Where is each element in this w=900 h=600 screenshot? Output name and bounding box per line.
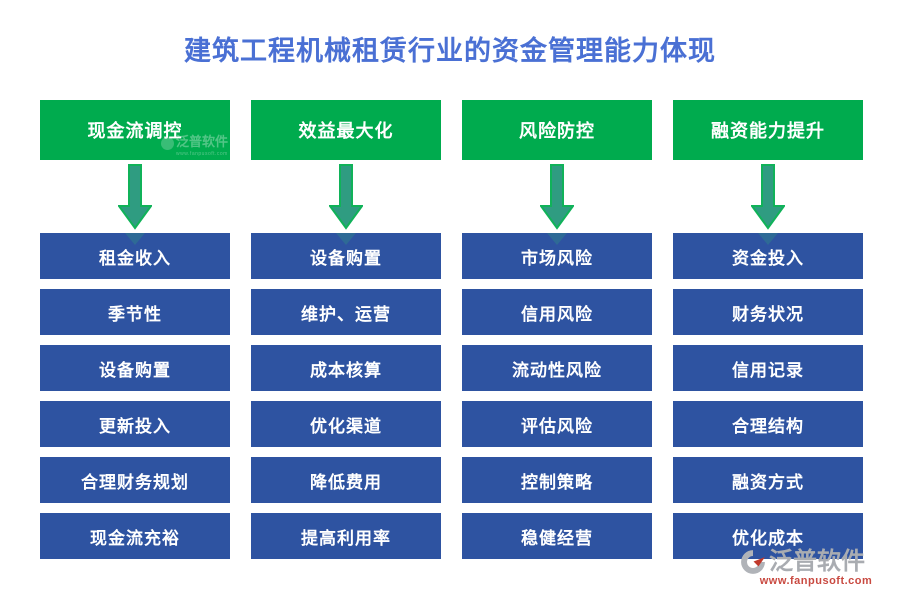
column-risk-control: 风险防控 市场风险 信用风险 流动性风险 评估风险 控制策略 稳健经营 (462, 100, 652, 569)
list-item: 流动性风险 (462, 345, 652, 391)
fanpu-brand: 泛普软件 www.fanpusoft.com (740, 549, 892, 587)
list-item: 优化渠道 (251, 401, 441, 447)
list-item: 维护、运营 (251, 289, 441, 335)
list-item: 优化成本 (673, 513, 863, 559)
column-header: 现金流调控 泛普软件 www.fanpusoft.com (40, 100, 230, 160)
brand-url: www.fanpusoft.com (759, 575, 873, 587)
list-item: 市场风险 (462, 233, 652, 279)
down-arrow-icon (118, 164, 152, 230)
item-list: 租金收入 季节性 设备购置 更新投入 合理财务规划 现金流充裕 (40, 233, 230, 569)
list-item: 租金收入 (40, 233, 230, 279)
column-header: 融资能力提升 (673, 100, 863, 160)
list-item: 合理结构 (673, 401, 863, 447)
column-benefit-max: 效益最大化 设备购置 维护、运营 成本核算 优化渠道 降低费用 提高利用率 (251, 100, 441, 569)
item-list: 市场风险 信用风险 流动性风险 评估风险 控制策略 稳健经营 (462, 233, 652, 569)
list-item: 设备购置 (251, 233, 441, 279)
down-arrow-icon (751, 164, 785, 230)
list-item: 更新投入 (40, 401, 230, 447)
arrow-zone (40, 160, 230, 233)
diagram-columns: 现金流调控 泛普软件 www.fanpusoft.com 租金收入 季节性 设备… (40, 100, 863, 569)
column-header-label: 现金流调控 (87, 121, 183, 141)
column-financing-ability: 融资能力提升 资金投入 财务状况 信用记录 合理结构 融资方式 优化成本 (673, 100, 863, 569)
list-item: 季节性 (40, 289, 230, 335)
list-item: 现金流充裕 (40, 513, 230, 559)
list-item: 合理财务规划 (40, 457, 230, 503)
list-item: 信用风险 (462, 289, 652, 335)
column-header: 效益最大化 (251, 100, 441, 160)
list-item: 融资方式 (673, 457, 863, 503)
list-item: 提高利用率 (251, 513, 441, 559)
item-list: 设备购置 维护、运营 成本核算 优化渠道 降低费用 提高利用率 (251, 233, 441, 569)
column-header-label: 融资能力提升 (711, 121, 825, 141)
watermark-subtext: www.fanpusoft.com (175, 151, 228, 157)
column-header: 风险防控 (462, 100, 652, 160)
item-list: 资金投入 财务状况 信用记录 合理结构 融资方式 优化成本 (673, 233, 863, 569)
list-item: 稳健经营 (462, 513, 652, 559)
brand-logo-text: 泛普软件 (769, 548, 865, 575)
column-header-label: 风险防控 (519, 121, 595, 141)
down-arrow-icon (540, 164, 574, 230)
list-item: 降低费用 (251, 457, 441, 503)
arrow-zone (673, 160, 863, 233)
page-title: 建筑工程机械租赁行业的资金管理能力体现 (184, 36, 716, 66)
list-item: 设备购置 (40, 345, 230, 391)
down-arrow-icon (329, 164, 363, 230)
list-item: 成本核算 (251, 345, 441, 391)
fanpu-logo-icon (741, 550, 765, 574)
column-header-label: 效益最大化 (298, 121, 394, 141)
watermark-text: 泛普软件 (175, 134, 228, 149)
list-item: 控制策略 (462, 457, 652, 503)
list-item: 评估风险 (462, 401, 652, 447)
arrow-zone (462, 160, 652, 233)
column-cash-flow: 现金流调控 泛普软件 www.fanpusoft.com 租金收入 季节性 设备… (40, 100, 230, 569)
list-item: 资金投入 (673, 233, 863, 279)
arrow-zone (251, 160, 441, 233)
list-item: 财务状况 (673, 289, 863, 335)
list-item: 信用记录 (673, 345, 863, 391)
